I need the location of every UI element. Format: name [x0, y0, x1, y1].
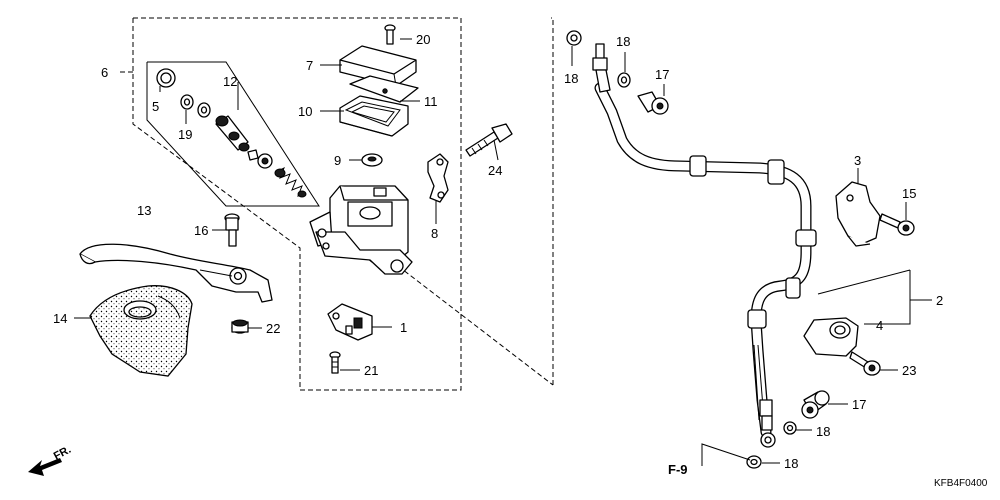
bolt-23 [849, 351, 881, 376]
hose-leader-bracket [551, 17, 554, 385]
bolt-15 [879, 213, 915, 236]
callout-17-lower: 17 [852, 397, 866, 412]
reservoir-cap [339, 45, 417, 87]
callout-2: 2 [936, 293, 943, 308]
callout-10: 10 [298, 104, 312, 119]
hose-clamp-3 [835, 181, 881, 247]
sealing-washer-18-a [566, 30, 582, 46]
screw-20 [384, 24, 396, 45]
hose-leader-line [397, 265, 554, 386]
callout-19: 19 [178, 127, 192, 142]
sealing-washer-18-c [783, 421, 797, 435]
collar-9 [361, 153, 383, 167]
nut-22 [231, 319, 249, 334]
callout-11: 11 [424, 94, 438, 109]
assembly-outline [117, 17, 462, 391]
hose-grommets [689, 155, 817, 329]
spring-piston [274, 166, 307, 198]
callout-24: 24 [488, 163, 502, 178]
oil-bolt-17-upper [637, 91, 669, 115]
callout-3: 3 [854, 153, 861, 168]
diagram-code: KFB4F0400 [934, 478, 988, 489]
hose-clamp-4 [803, 317, 859, 357]
hose-fitting-upper [592, 43, 611, 93]
callout-22: 22 [266, 321, 280, 336]
callout-8: 8 [431, 226, 438, 241]
piston-kit-outline [146, 61, 320, 207]
piston-12 [215, 115, 259, 161]
washer-piston [257, 153, 273, 169]
diaphragm-plate [349, 75, 419, 103]
front-direction-arrow-icon [28, 458, 62, 476]
oil-bolt-17-lower [801, 390, 830, 419]
callout-18-b: 18 [616, 34, 630, 49]
sealing-washer-18-d [746, 455, 762, 469]
callout-14: 14 [53, 311, 67, 326]
stop-switch-1 [327, 303, 373, 341]
brake-hose-2 [594, 82, 812, 438]
callout-4: 4 [876, 318, 883, 333]
hose-fitting-lower [759, 399, 776, 448]
holder-8 [427, 153, 449, 203]
diaphragm [339, 95, 409, 137]
reference-leader [701, 443, 751, 466]
circlip-19 [180, 94, 211, 118]
screw-21 [329, 351, 341, 374]
sealing-washer-18-b [617, 72, 631, 88]
reference-label: F-9 [668, 462, 688, 477]
boot-5 [156, 68, 176, 88]
callout-13: 13 [137, 203, 151, 218]
master-cylinder-body [309, 185, 413, 275]
callout-18-a: 18 [564, 71, 578, 86]
reservoir-cover-14 [89, 285, 193, 377]
callout-7: 7 [306, 58, 313, 73]
callout-20: 20 [416, 32, 430, 47]
callout-17-upper: 17 [655, 67, 669, 82]
leader-lines [74, 38, 932, 464]
callout-16: 16 [194, 223, 208, 238]
callout-12: 12 [223, 74, 237, 89]
callout-18-c: 18 [816, 424, 830, 439]
direction-label: FR. [52, 444, 73, 463]
callout-5: 5 [152, 99, 159, 114]
callout-23: 23 [902, 363, 916, 378]
callout-6: 6 [101, 65, 108, 80]
pivot-bolt-16 [224, 213, 240, 247]
callout-15: 15 [902, 186, 916, 201]
callout-18-d: 18 [784, 456, 798, 471]
brake-lever-13 [79, 243, 273, 303]
callout-21: 21 [364, 363, 378, 378]
callout-9: 9 [334, 153, 341, 168]
bolt-24 [465, 123, 513, 157]
callout-1: 1 [400, 320, 407, 335]
